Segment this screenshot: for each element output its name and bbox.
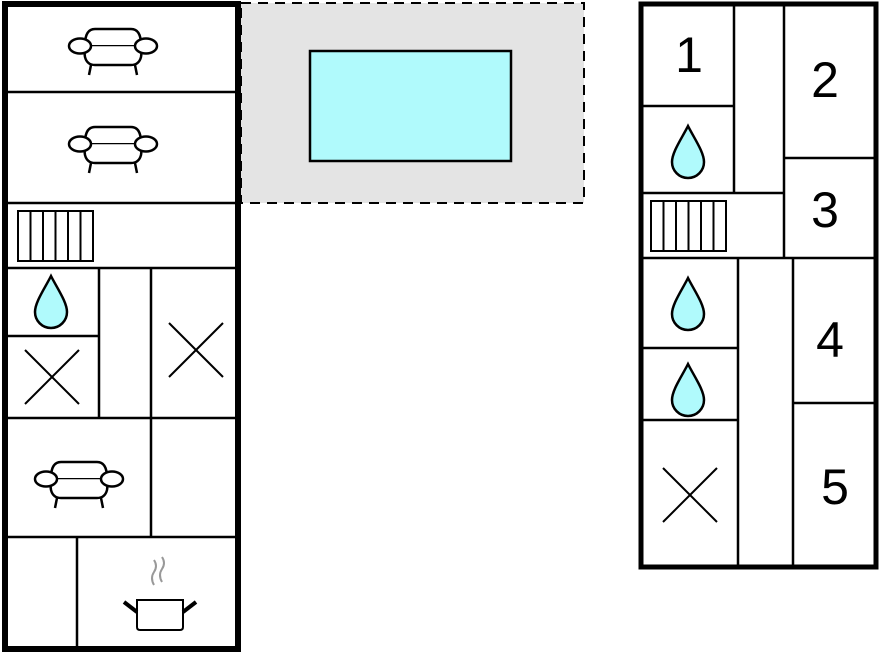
left-building	[2, 1, 241, 652]
room-number-2: 2	[811, 52, 839, 108]
pool	[308, 49, 513, 163]
radiator-icon	[650, 200, 727, 252]
radiator-icon	[17, 210, 94, 262]
room-number-5: 5	[821, 459, 849, 515]
room-number-1: 1	[675, 27, 703, 83]
room-number-4: 4	[816, 312, 844, 368]
cooking-pot-icon	[122, 556, 198, 631]
right-building	[638, 1, 879, 570]
room-number-3: 3	[811, 182, 839, 238]
